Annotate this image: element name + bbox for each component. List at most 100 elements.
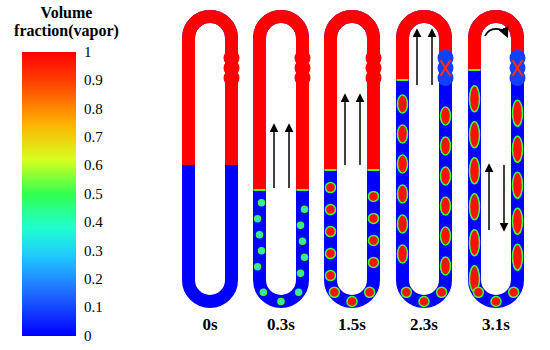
vapor-bubble	[369, 235, 379, 245]
vapor-bubble	[398, 185, 408, 203]
constriction-bump	[438, 70, 454, 86]
flow-arrow	[288, 125, 290, 188]
vapor-bubble	[398, 215, 408, 233]
flow-arrow	[273, 125, 275, 188]
flow-arrow	[431, 30, 433, 85]
vapor-bubble	[326, 205, 336, 215]
heat-pipe-loops	[189, 17, 526, 307]
time-label: 2.3s	[394, 316, 454, 335]
tick-value: 0	[84, 328, 92, 345]
colorbar-title: Volume fraction(vapor)	[4, 4, 129, 39]
vapor-bubble	[255, 264, 261, 270]
vapor-bubble	[326, 183, 336, 193]
pulsating-loop	[254, 17, 311, 305]
tick-value: 0.4	[84, 214, 103, 231]
vapor-bubble	[329, 287, 339, 297]
interface	[254, 189, 266, 191]
vapor-bubble	[398, 245, 408, 263]
vapor-bubble	[441, 227, 451, 245]
vapor-bubble	[369, 257, 379, 267]
vapor-bubble	[278, 299, 284, 305]
vapor-bubble	[369, 213, 379, 223]
vapor-bubble	[470, 158, 480, 184]
time-label: 3.1s	[466, 316, 526, 335]
vapor-bubble	[513, 136, 523, 162]
pulsating-loop	[397, 17, 454, 307]
tick-value: 0.8	[84, 101, 103, 118]
flow-arrow	[488, 165, 490, 230]
pulsating-loop	[469, 17, 526, 307]
vapor-bubble	[326, 271, 336, 281]
vapor-bubble	[259, 200, 265, 206]
interface	[397, 79, 409, 81]
vapor-bubble	[298, 222, 304, 228]
vapor-bubble	[441, 107, 451, 125]
tick-value: 0.2	[84, 271, 103, 288]
vapor-bubble	[401, 287, 411, 297]
vapor-bubble	[398, 125, 408, 143]
interface	[325, 169, 337, 171]
vapor-bubble	[473, 287, 483, 297]
tick-value: 0.9	[84, 72, 103, 89]
vapor-bubble	[513, 244, 523, 270]
constriction-bump	[295, 70, 311, 86]
flow-arrow	[359, 95, 361, 165]
vapor-bubble	[513, 172, 523, 198]
vapor-bubble	[257, 232, 263, 238]
vapor-bubble	[326, 249, 336, 259]
vapor-bubble	[259, 248, 265, 254]
vapor-plug	[260, 17, 303, 191]
vapor-streak	[441, 60, 451, 76]
vapor-bubble	[513, 100, 523, 126]
interface	[368, 169, 380, 171]
pulsating-loop	[189, 17, 240, 302]
vapor-bubble	[398, 155, 408, 173]
vapor-bubble	[326, 227, 336, 237]
vapor-bubble	[365, 287, 375, 297]
vapor-plug	[189, 17, 232, 166]
flow-arrow	[485, 29, 507, 36]
time-label: 1.5s	[322, 316, 382, 335]
vapor-bubble	[419, 297, 429, 307]
vapor-bubble	[260, 289, 266, 295]
time-label: 0s	[180, 316, 240, 335]
vapor-bubble	[296, 289, 302, 295]
vapor-bubble	[441, 257, 451, 275]
vapor-bubble	[470, 230, 480, 256]
vapor-bubble	[437, 287, 447, 297]
constriction-bump	[510, 70, 526, 86]
interface	[297, 189, 309, 191]
constriction-bump	[224, 70, 240, 86]
vapor-bubble	[470, 194, 480, 220]
vapor-bubble	[441, 137, 451, 155]
vapor-bubble	[441, 167, 451, 185]
vapor-bubble	[470, 86, 480, 112]
tick-value: 0.3	[84, 243, 103, 260]
flow-arrow	[503, 165, 505, 230]
vapor-bubble	[509, 287, 519, 297]
flow-arrow	[344, 95, 346, 165]
vapor-bubble	[255, 216, 261, 222]
tick-value: 0.7	[84, 129, 103, 146]
constriction-bump	[366, 70, 382, 86]
vapor-bubble	[441, 197, 451, 215]
vapor-bubble	[491, 297, 501, 307]
pulsating-loop	[325, 17, 382, 307]
vapor-bubble	[369, 191, 379, 201]
vapor-bubble	[300, 238, 306, 244]
tick-value: 0.1	[84, 299, 103, 316]
vapor-bubble	[347, 297, 357, 307]
vapor-bubble	[513, 208, 523, 234]
vapor-bubble	[398, 95, 408, 113]
tick-value: 1	[84, 44, 92, 61]
tick-value: 0.5	[84, 186, 103, 203]
colorbar	[22, 52, 76, 336]
vapor-streak	[513, 60, 523, 76]
tick-value: 0.6	[84, 157, 103, 174]
interface	[469, 69, 481, 71]
vapor-bubble	[302, 206, 308, 212]
vapor-bubble	[470, 122, 480, 148]
flow-arrow	[416, 30, 418, 85]
vapor-plug	[331, 17, 374, 171]
